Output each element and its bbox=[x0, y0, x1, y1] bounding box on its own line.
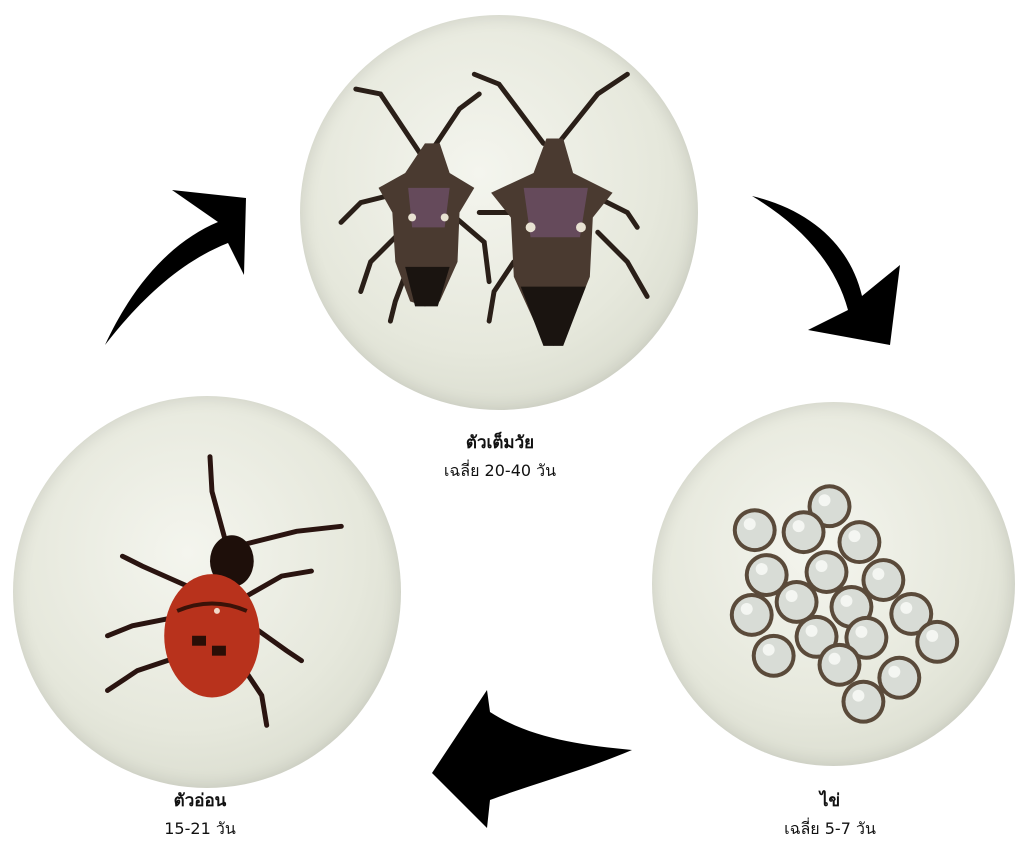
cycle-arrow-icon bbox=[752, 196, 900, 345]
cycle-arrow-icon bbox=[105, 190, 246, 345]
cycle-arrow-icon bbox=[432, 690, 632, 828]
